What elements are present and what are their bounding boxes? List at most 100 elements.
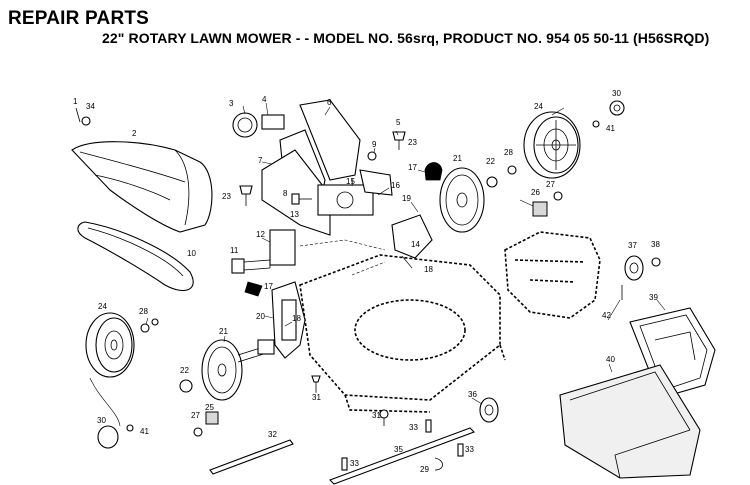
axle-part (209, 439, 294, 475)
callout-33: 33 (409, 423, 418, 432)
callout-33: 33 (350, 459, 359, 468)
callout-37: 37 (628, 241, 637, 250)
page-subtitle: 22" ROTARY LAWN MOWER - - MODEL NO. 56sr… (102, 30, 710, 46)
callout-3: 3 (229, 99, 234, 108)
callout-12: 12 (256, 230, 265, 239)
callout-13: 13 (290, 210, 299, 219)
callout-28: 28 (504, 148, 513, 157)
height-adjust-lever-lower (201, 281, 306, 401)
washer-part (140, 323, 150, 333)
callout-30: 30 (97, 416, 106, 425)
callout-8: 8 (283, 189, 288, 198)
callout-24: 24 (98, 302, 107, 311)
bolt-part (291, 193, 312, 205)
drive-wheel-part (479, 397, 499, 423)
clip-part (193, 427, 203, 437)
callout-7: 7 (258, 156, 263, 165)
callout-35: 35 (394, 445, 403, 454)
callout-9: 9 (372, 140, 377, 149)
callout-19: 19 (402, 194, 411, 203)
callout-41: 41 (140, 427, 149, 436)
callout-labels: 1 34 2 3 4 6 5 9 23 7 8 23 13 12 15 16 1… (73, 89, 660, 474)
drive-gear-part (624, 255, 661, 281)
gear-part (532, 201, 548, 217)
bolt-part (392, 131, 406, 150)
callout-40: 40 (606, 355, 615, 364)
screw-part (151, 318, 159, 326)
screw-part (592, 120, 600, 128)
callout-21: 21 (453, 154, 462, 163)
callout-6: 6 (327, 98, 332, 107)
callout-39: 39 (649, 293, 658, 302)
callout-18: 18 (292, 314, 301, 323)
callout-20: 20 (256, 312, 265, 321)
bolt-part (231, 258, 271, 274)
callout-26: 26 (531, 188, 540, 197)
bolt-part (379, 409, 389, 426)
axle-part (329, 427, 475, 485)
wheel-cap-part (97, 425, 119, 449)
height-adjuster-gear (439, 167, 485, 233)
grass-bag-part (71, 141, 213, 233)
callout-34: 34 (86, 102, 95, 111)
callout-10: 10 (187, 249, 196, 258)
callout-23: 23 (222, 192, 231, 201)
engine-outline (504, 231, 601, 319)
callout-36: 36 (468, 390, 477, 399)
belt-part (77, 221, 194, 292)
callout-15: 15 (346, 177, 355, 186)
callout-14: 14 (411, 240, 420, 249)
knob-part (424, 162, 443, 181)
callout-17: 17 (264, 282, 273, 291)
callout-24: 24 (534, 102, 543, 111)
rear-wheel-lower (85, 312, 135, 378)
rear-wheel-upper (523, 111, 581, 179)
clip-part (553, 191, 563, 201)
screw-part (75, 107, 91, 126)
callout-16: 16 (391, 181, 400, 190)
callout-27: 27 (546, 180, 555, 189)
washer-part (179, 379, 193, 393)
callout-28: 28 (139, 307, 148, 316)
callout-30: 30 (612, 89, 621, 98)
callout-27: 27 (191, 411, 200, 420)
page-title: REPAIR PARTS (8, 8, 150, 29)
mower-deck-outline (299, 254, 506, 413)
callout-17: 17 (408, 163, 417, 172)
callout-4: 4 (262, 95, 267, 104)
callout-31: 31 (372, 411, 381, 420)
washer-part (507, 165, 517, 175)
callout-29: 29 (420, 465, 429, 474)
catcher-bag-part (559, 364, 701, 479)
wheel-cap-part (609, 100, 625, 116)
callout-42: 42 (602, 311, 611, 320)
callout-18: 18 (424, 265, 433, 274)
leader-lines (145, 102, 666, 405)
pin-part (425, 419, 432, 433)
washer-part (486, 176, 498, 188)
callout-33: 33 (465, 445, 474, 454)
callout-22: 22 (180, 366, 189, 375)
bolt-part (311, 375, 321, 392)
hairpin-part (434, 457, 443, 471)
nut-part (367, 151, 377, 161)
height-adjust-bracket (232, 99, 433, 266)
screw-part (126, 424, 134, 432)
callout-32: 32 (268, 430, 277, 439)
callout-41: 41 (606, 124, 615, 133)
callout-38: 38 (651, 240, 660, 249)
callout-11: 11 (230, 246, 239, 255)
callout-2: 2 (132, 129, 137, 138)
pin-part (457, 443, 464, 457)
callout-5: 5 (396, 118, 401, 127)
callout-1: 1 (73, 97, 78, 106)
callout-25: 25 (205, 403, 214, 412)
callout-31: 31 (312, 393, 321, 402)
pin-part (341, 457, 348, 471)
knob-part (244, 281, 263, 297)
gear-part (205, 411, 219, 425)
callout-23: 23 (408, 138, 417, 147)
callout-21: 21 (219, 327, 228, 336)
bolt-part (239, 185, 253, 206)
